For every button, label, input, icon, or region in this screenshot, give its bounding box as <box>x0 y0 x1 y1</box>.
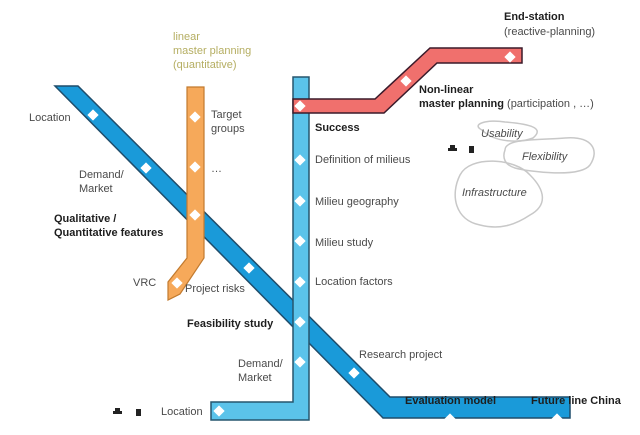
dark-blue-line <box>53 85 571 419</box>
label-target-1: Target <box>211 109 242 121</box>
ship-icon <box>113 408 122 414</box>
orange-line-title-3: (quantitative) <box>173 59 237 71</box>
station-dark-evaluation <box>444 413 456 425</box>
station-light-location <box>213 405 225 417</box>
cloud-infrastructure <box>454 160 544 228</box>
station-orange-qual <box>189 209 201 221</box>
label-definition-milieus: Definition of milieus <box>315 154 411 166</box>
cloud-label-infrastructure: Infrastructure <box>462 187 527 199</box>
station-light-feasibility <box>294 316 306 328</box>
label-ellipsis: … <box>211 163 222 175</box>
train-icon <box>136 409 141 416</box>
station-red-end <box>504 51 516 63</box>
ship-icon <box>448 145 457 151</box>
label-light-location: Location <box>161 406 203 418</box>
label-light-demand-2: Market <box>238 372 272 384</box>
cloud-label-flexibility: Flexibility <box>522 151 568 163</box>
station-light-geography <box>294 195 306 207</box>
station-light-demand <box>294 356 306 368</box>
cloud-label-usability: Usability <box>481 128 523 140</box>
end-station-label: End-station <box>504 11 565 23</box>
cloud-flexibility <box>503 137 595 174</box>
label-qual-1: Qualitative / <box>54 213 117 225</box>
label-dark-demand-1: Demand/ <box>79 169 124 181</box>
cloud-usability <box>477 120 538 142</box>
orange-line-title-1: linear <box>173 31 200 43</box>
orange-line <box>167 86 205 301</box>
label-dark-location: Location <box>29 112 71 124</box>
nonlinear-title-bold: master planning <box>419 98 504 110</box>
label-light-demand-1: Demand/ <box>238 358 283 370</box>
station-dark-future-china <box>551 413 563 425</box>
label-future-line-china: Future line China <box>531 395 621 407</box>
label-qual-2: Quantitative features <box>54 227 164 239</box>
label-feasibility-study: Feasibility study <box>187 318 274 330</box>
nonlinear-title-2: master planning (participation , …) <box>419 97 594 111</box>
label-target-2: groups <box>211 123 245 135</box>
end-station-sublabel: (reactive-planning) <box>504 26 596 38</box>
orange-line-title-2: master planning <box>173 45 252 57</box>
station-light-location-factors <box>294 276 306 288</box>
station-dark-research <box>348 367 360 379</box>
station-light-milieu-study <box>294 235 306 247</box>
label-milieu-study: Milieu study <box>315 237 374 249</box>
nonlinear-title-1: Non-linear <box>419 84 474 96</box>
station-orange-ellipsis <box>189 161 201 173</box>
nonlinear-title-tail: (participation , …) <box>507 98 594 110</box>
label-research-project: Research project <box>359 349 443 361</box>
station-dark-demand <box>140 162 152 174</box>
label-milieu-geography: Milieu geography <box>315 196 399 208</box>
train-icon <box>469 146 474 153</box>
label-dark-demand-2: Market <box>79 183 113 195</box>
label-success: Success <box>315 122 360 134</box>
label-evaluation-model: Evaluation model <box>405 395 497 407</box>
label-location-factors: Location factors <box>315 276 393 288</box>
label-project-risks: Project risks <box>185 283 245 295</box>
station-light-definition <box>294 154 306 166</box>
label-vrc: VRC <box>133 277 157 289</box>
station-orange-vrc <box>171 277 183 289</box>
station-dark-project-risks <box>243 262 255 274</box>
